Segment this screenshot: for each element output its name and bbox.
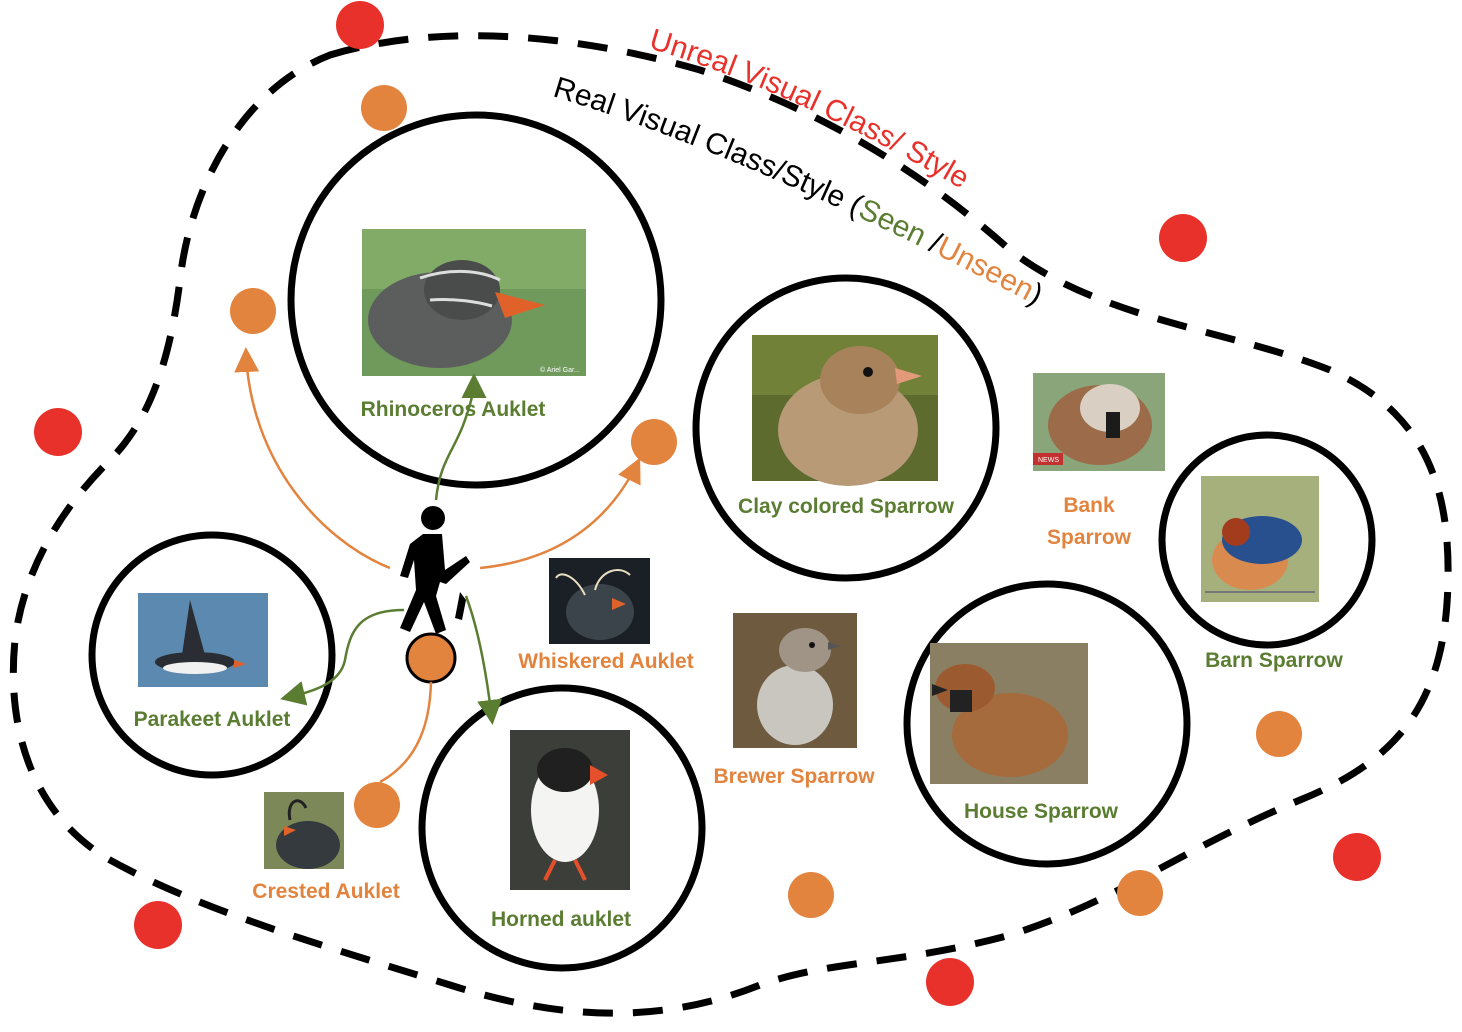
unreal-dot	[1159, 214, 1207, 262]
unreal-dot	[34, 408, 82, 456]
class-circle-horned	[418, 684, 706, 972]
class-circle-rhinoceros	[287, 111, 665, 489]
photo-bank-sparrow: NEWS	[1033, 373, 1165, 471]
unreal-dot	[1333, 833, 1381, 881]
arrow-to-unseen-right	[479, 457, 641, 570]
label-whiskered-auklet: Whiskered Auklet	[518, 650, 693, 673]
unreal-dot	[926, 958, 974, 1006]
label-clay-colored-sparrow: Clay colored Sparrow	[738, 495, 955, 518]
label-barn-sparrow: Barn Sparrow	[1205, 649, 1343, 672]
unseen-dot	[354, 782, 400, 828]
class-circle-parakeet	[88, 531, 336, 779]
arrow-to-unseen-left	[234, 347, 391, 570]
unseen-dot	[230, 288, 276, 334]
unreal-dot	[134, 901, 182, 949]
unreal-dots	[34, 1, 1381, 1006]
seen-class-circles	[88, 111, 1376, 972]
unseen-dots	[230, 85, 1302, 918]
unseen-dot	[631, 419, 677, 465]
photo-brewer-sparrow	[733, 613, 857, 748]
photo-horned-auklet	[510, 730, 630, 890]
label-bank-sparrow-line1: Bank	[1063, 494, 1115, 517]
label-crested-auklet: Crested Auklet	[252, 880, 399, 903]
svg-text:NEWS: NEWS	[1038, 457, 1059, 464]
arrow-to-rhinoceros	[434, 373, 487, 501]
bird-photos: © Ariel Gar... NEWS	[138, 229, 1319, 890]
svg-text:© Ariel Gar...: © Ariel Gar...	[540, 366, 580, 374]
arrow-to-parakeet	[280, 608, 405, 706]
unseen-dot	[361, 85, 407, 131]
photo-barn-sparrow	[1201, 476, 1319, 602]
label-bank-sparrow-line2: Sparrow	[1047, 526, 1132, 549]
walking-person-icon	[400, 506, 470, 634]
current-position-dot	[405, 632, 457, 684]
class-circle-clay	[692, 274, 1000, 582]
photo-parakeet-auklet	[138, 593, 268, 687]
photo-house-sparrow	[930, 643, 1088, 784]
unseen-dot	[1117, 870, 1163, 916]
label-house-sparrow: House Sparrow	[964, 800, 1119, 823]
unseen-dot	[1256, 711, 1302, 757]
arrow-to-horned	[464, 595, 503, 725]
label-horned-auklet: Horned auklet	[491, 908, 631, 931]
transition-arrows	[234, 347, 641, 784]
real-class-boundary	[9, 32, 1452, 1017]
class-circle-house	[903, 580, 1191, 868]
photo-rhinoceros-auklet: © Ariel Gar...	[362, 229, 586, 376]
label-brewer-sparrow: Brewer Sparrow	[713, 765, 875, 788]
label-parakeet-auklet: Parakeet Auklet	[134, 708, 291, 731]
unreal-dot	[336, 1, 384, 49]
class-circle-barn	[1158, 431, 1376, 649]
photo-whiskered-auklet	[549, 558, 650, 644]
photo-crested-auklet	[264, 792, 344, 869]
unseen-dot	[788, 872, 834, 918]
photo-clay-colored-sparrow	[752, 335, 938, 486]
label-rhinoceros-auklet: Rhinoceros Auklet	[361, 398, 546, 421]
link-to-crested	[379, 681, 433, 784]
